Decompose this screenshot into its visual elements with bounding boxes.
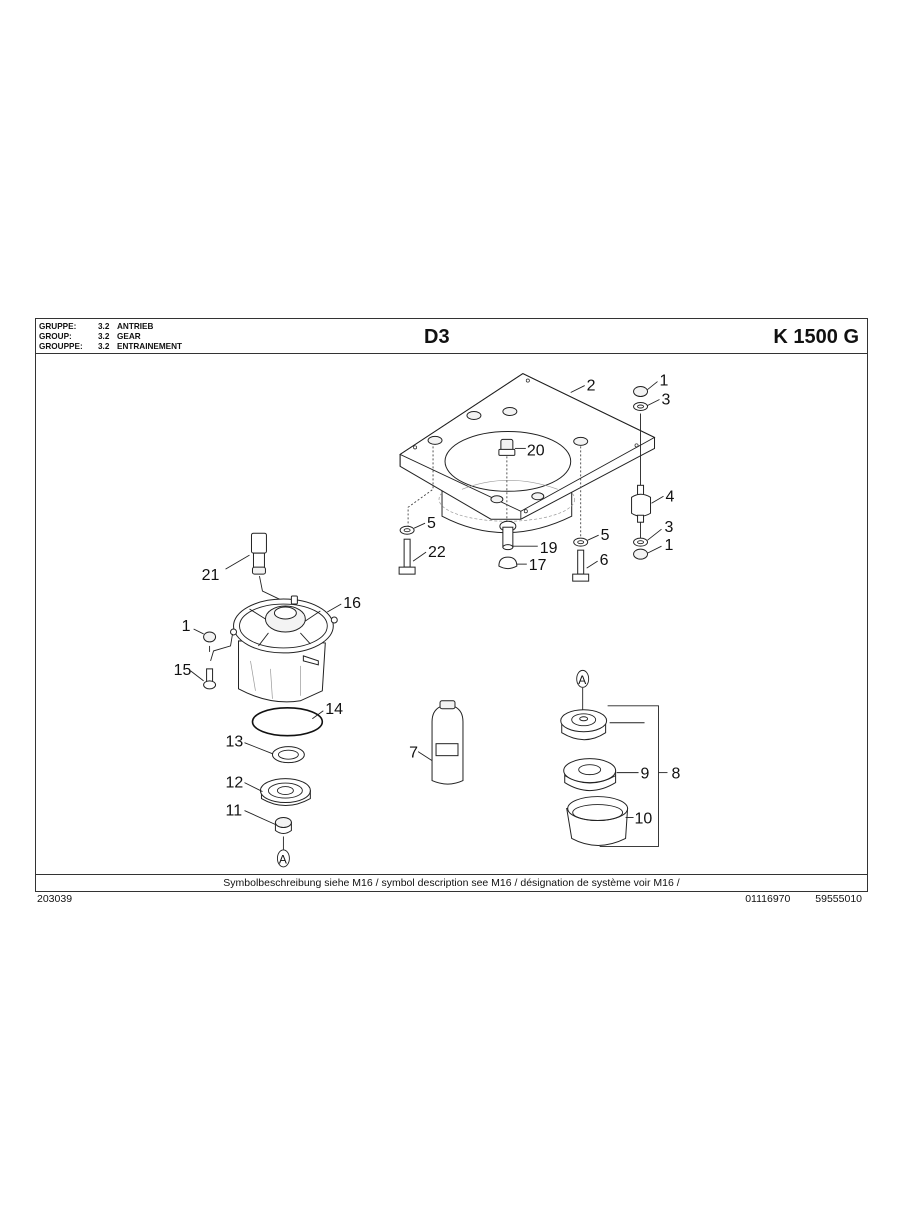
screw-part-15 <box>203 668 217 690</box>
callout-22: 22 <box>428 544 446 561</box>
reference-letter: A <box>279 852 287 866</box>
callout-3: 3 <box>661 392 670 409</box>
callout-5: 5 <box>601 527 610 544</box>
group-name: GEAR <box>117 332 141 341</box>
callout-15: 15 <box>174 662 192 679</box>
callout-labels: 2 1 3 20 4 3 1 5 22 19 17 5 6 21 16 1 15… <box>174 373 681 828</box>
callout-12: 12 <box>226 775 244 792</box>
oil-bottle-part-7 <box>431 700 464 785</box>
callout-13: 13 <box>226 734 244 751</box>
diagram-code: D3 <box>424 326 450 348</box>
document-id: 203039 <box>37 893 73 905</box>
callout-4: 4 <box>665 488 674 505</box>
callout-7: 7 <box>409 745 418 762</box>
group-info: GRUPPE: 3.2 ANTRIEB GROUP: 3.2 GEAR GROU… <box>39 322 182 352</box>
callout-9: 9 <box>641 766 650 783</box>
callout-21: 21 <box>202 567 220 584</box>
callout-19: 19 <box>540 540 558 557</box>
reference-numbers: 01116970 59555010 <box>723 893 862 905</box>
callout-6: 6 <box>600 552 609 569</box>
washer-part-5-right <box>573 537 589 547</box>
reference-marker-a-bottom <box>276 849 290 868</box>
reference-number-1: 01116970 <box>745 893 791 905</box>
group-number: 3.2 <box>98 322 110 331</box>
sleeve-part-21 <box>250 532 267 575</box>
reference-letter: A <box>578 673 586 687</box>
washer-part-3-bottom <box>633 537 649 547</box>
group-number: 3.2 <box>98 332 110 341</box>
nut-part-1-bottom <box>633 548 649 560</box>
plug-part-20 <box>498 438 516 456</box>
callout-5: 5 <box>427 515 436 532</box>
rubber-mount-part-4 <box>631 484 652 523</box>
mounting-plate-part <box>399 373 656 534</box>
threaded-ring-part-9 <box>563 758 617 792</box>
callout-16: 16 <box>343 595 361 612</box>
callout-3: 3 <box>664 519 673 536</box>
callout-1: 1 <box>182 618 191 635</box>
retaining-cap-part-10 <box>566 796 629 846</box>
cap-part-17 <box>498 556 518 570</box>
washer-part-3-top <box>633 402 649 411</box>
callout-17: 17 <box>529 557 547 574</box>
reference-marker-a-top <box>576 669 590 688</box>
o-ring-part-14 <box>251 706 324 737</box>
bearing-cover-part <box>560 709 608 741</box>
stud-part-19 <box>499 520 517 551</box>
nut-part-1-top <box>633 386 649 398</box>
callout-11: 11 <box>226 803 243 820</box>
ball-bearing-part-12 <box>259 778 311 807</box>
callout-1: 1 <box>659 373 668 390</box>
leader-lines <box>190 381 664 825</box>
callout-20: 20 <box>527 442 545 459</box>
group-number: 3.2 <box>98 342 110 351</box>
title-block: GRUPPE: 3.2 ANTRIEB GROUP: 3.2 GEAR GROU… <box>36 319 867 354</box>
callout-1: 1 <box>664 537 673 554</box>
group-label: GROUP: <box>39 332 72 341</box>
shaft-seal-part-13 <box>271 746 305 764</box>
bolt-part-6 <box>572 549 590 582</box>
symbol-note: Symbolbeschreibung siehe M16 / symbol de… <box>36 874 867 891</box>
reference-number-2: 59555010 <box>815 893 862 905</box>
model-name: K 1500 G <box>773 326 859 348</box>
callout-10: 10 <box>635 810 653 827</box>
callout-8: 8 <box>671 766 680 783</box>
bolt-part-22 <box>398 538 416 575</box>
callout-14: 14 <box>325 701 343 718</box>
group-row-en: GROUP: 3.2 GEAR <box>39 332 182 342</box>
group-label: GRUPPE: <box>39 322 77 331</box>
bearing-cap-part-11 <box>274 817 292 834</box>
group-row-de: GRUPPE: 3.2 ANTRIEB <box>39 322 182 332</box>
group-name: ENTRAINEMENT <box>117 342 183 351</box>
group-name: ANTRIEB <box>117 322 154 331</box>
nut-part-1-left <box>203 631 217 643</box>
group-label: GROUPPE: <box>39 342 83 351</box>
group-row-fr: GROUPPE: 3.2 ENTRAINEMENT <box>39 342 182 352</box>
callout-2: 2 <box>587 378 596 395</box>
exploded-view-drawing: A A <box>174 373 681 868</box>
gear-housing-part-16 <box>230 595 338 703</box>
drawing-frame: GRUPPE: 3.2 ANTRIEB GROUP: 3.2 GEAR GROU… <box>35 318 868 892</box>
washer-part-5-left <box>399 525 415 535</box>
